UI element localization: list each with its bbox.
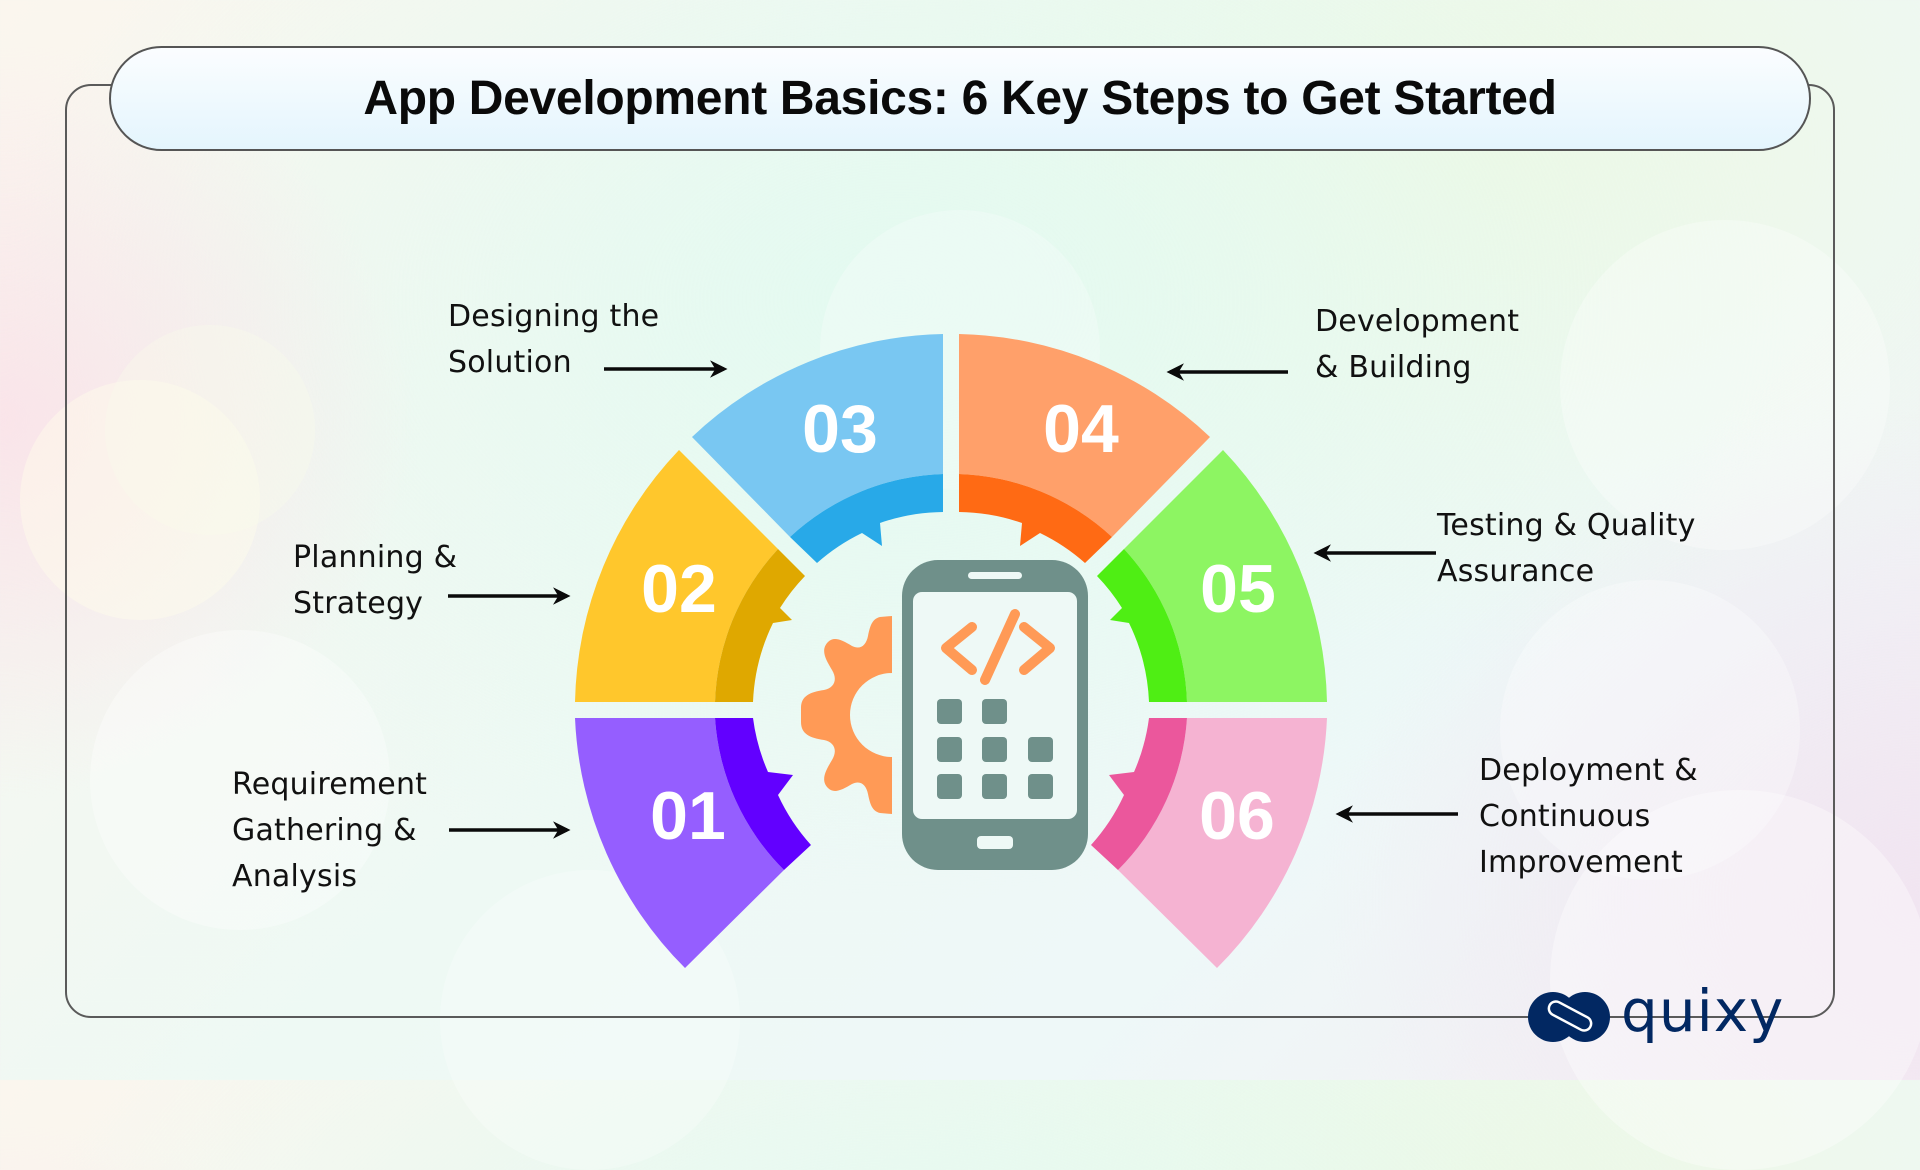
step-03-label: Designing the Solution — [448, 294, 659, 386]
step-05-segment: 05 — [1097, 450, 1327, 702]
step-03-number: 03 — [802, 391, 878, 467]
label-line: Continuous — [1479, 799, 1651, 834]
step-01-outer — [575, 718, 784, 968]
step-02-label: Planning & Strategy — [293, 535, 457, 627]
page-title: App Development Basics: 6 Key Steps to G… — [363, 72, 1557, 125]
label-line: Designing the — [448, 299, 660, 334]
step-01-segment: 01 — [575, 718, 811, 968]
step-wheel-diagram: 03 04 02 05 01 06 — [448, 334, 1458, 968]
step-05-number: 05 — [1200, 551, 1276, 627]
gear-icon — [801, 616, 892, 814]
label-line: Analysis — [232, 859, 358, 894]
step-02-segment: 02 — [575, 450, 805, 702]
label-line: & Building — [1315, 350, 1472, 385]
label-line: Solution — [448, 345, 572, 380]
brand-name: quixy — [1621, 977, 1785, 1045]
step-01-number: 01 — [650, 778, 726, 854]
step-06-number: 06 — [1199, 778, 1275, 854]
step-06-label: Deployment & Continuous Improvement — [1479, 748, 1698, 886]
step-04-number: 04 — [1043, 391, 1119, 467]
label-line: Development — [1315, 304, 1520, 339]
label-line: Gathering & — [232, 813, 417, 848]
step-01-inner-band — [715, 718, 811, 870]
app-grid-icon — [937, 699, 1053, 799]
step-04-inner-band — [959, 474, 1112, 563]
step-05-label: Testing & Quality Assurance — [1437, 503, 1696, 595]
title-banner: App Development Basics: 6 Key Steps to G… — [109, 46, 1811, 151]
step-01-label: Requirement Gathering & Analysis — [232, 762, 427, 900]
step-03-segment: 03 — [692, 334, 943, 563]
step-04-label: Development & Building — [1315, 299, 1519, 391]
step-05-outer — [1124, 450, 1327, 702]
label-line: Strategy — [293, 586, 424, 621]
mobile-phone-icon — [902, 560, 1088, 870]
step-02-outer — [575, 450, 778, 702]
step-02-number: 02 — [641, 551, 717, 627]
step-05-inner-band — [1097, 549, 1187, 702]
label-line: Improvement — [1479, 845, 1684, 880]
step-06-segment: 06 — [1091, 718, 1327, 968]
label-line: Assurance — [1437, 554, 1595, 589]
step-03-outer — [692, 334, 943, 537]
step-03-inner-band — [790, 474, 943, 563]
step-04-outer — [959, 334, 1210, 537]
code-icon — [941, 609, 1055, 685]
step-04-segment: 04 — [959, 334, 1210, 563]
label-line: Testing & Quality — [1437, 508, 1696, 543]
step-02-inner-band — [715, 549, 805, 702]
label-line: Requirement — [232, 767, 428, 802]
brand-logo: quixy — [1527, 982, 1784, 1046]
quixy-logo-icon — [1528, 992, 1610, 1042]
step-06-inner-band — [1091, 718, 1187, 870]
step-06-outer — [1118, 718, 1327, 968]
label-line: Planning & — [293, 540, 458, 575]
label-line: Deployment & — [1479, 753, 1698, 788]
